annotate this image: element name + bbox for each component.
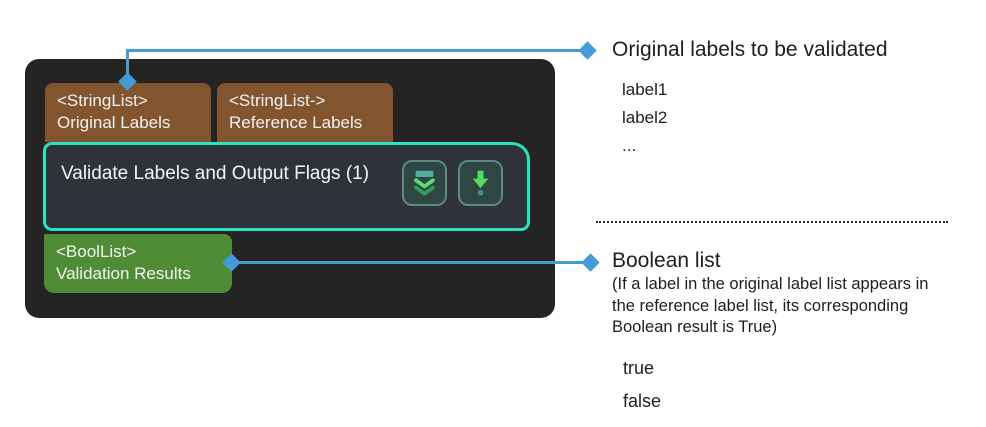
step-node-title: Validate Labels and Output Flags (1) [61, 163, 370, 184]
arrow-down-dot-icon [467, 168, 494, 199]
callout-line-top [126, 49, 582, 52]
port-type: <StringList-> [229, 91, 326, 110]
annotation-top-list: label1 label2 ... [622, 76, 667, 160]
node-editor-panel: <StringList> Original Labels <StringList… [25, 59, 555, 318]
run-to-step-button[interactable] [458, 160, 503, 206]
port-label: Reference Labels [229, 113, 363, 132]
port-label: Original Labels [57, 113, 171, 132]
list-item: ... [622, 136, 637, 155]
port-type: <StringList> [57, 91, 148, 110]
list-item: false [623, 391, 662, 411]
list-item: label2 [622, 108, 668, 127]
double-chevron-down-icon [411, 168, 438, 199]
dotted-separator [596, 221, 948, 223]
callout-line-top-vertical [126, 49, 129, 77]
step-node[interactable]: Validate Labels and Output Flags (1) [43, 142, 530, 231]
collapse-step-button[interactable] [402, 160, 447, 206]
annotation-bottom-list: true false [623, 352, 661, 418]
input-port-reference-labels[interactable]: <StringList-> Reference Labels [217, 83, 393, 142]
output-port-validation-results[interactable]: <BoolList> Validation Results [44, 234, 232, 293]
callout-line-bottom [234, 261, 586, 264]
input-port-original-labels[interactable]: <StringList> Original Labels [45, 83, 211, 142]
list-item: label1 [622, 80, 668, 99]
annotation-top-title: Original labels to be validated [612, 38, 888, 61]
port-label: Validation Results [56, 264, 191, 283]
port-type: <BoolList> [56, 242, 137, 261]
annotation-bottom-title: Boolean list [612, 249, 721, 272]
list-item: true [623, 358, 655, 378]
callout-diamond-bottom-text [581, 253, 600, 272]
callout-diamond-top-text [578, 41, 597, 60]
annotation-bottom-description: (If a label in the original label list a… [612, 275, 929, 336]
